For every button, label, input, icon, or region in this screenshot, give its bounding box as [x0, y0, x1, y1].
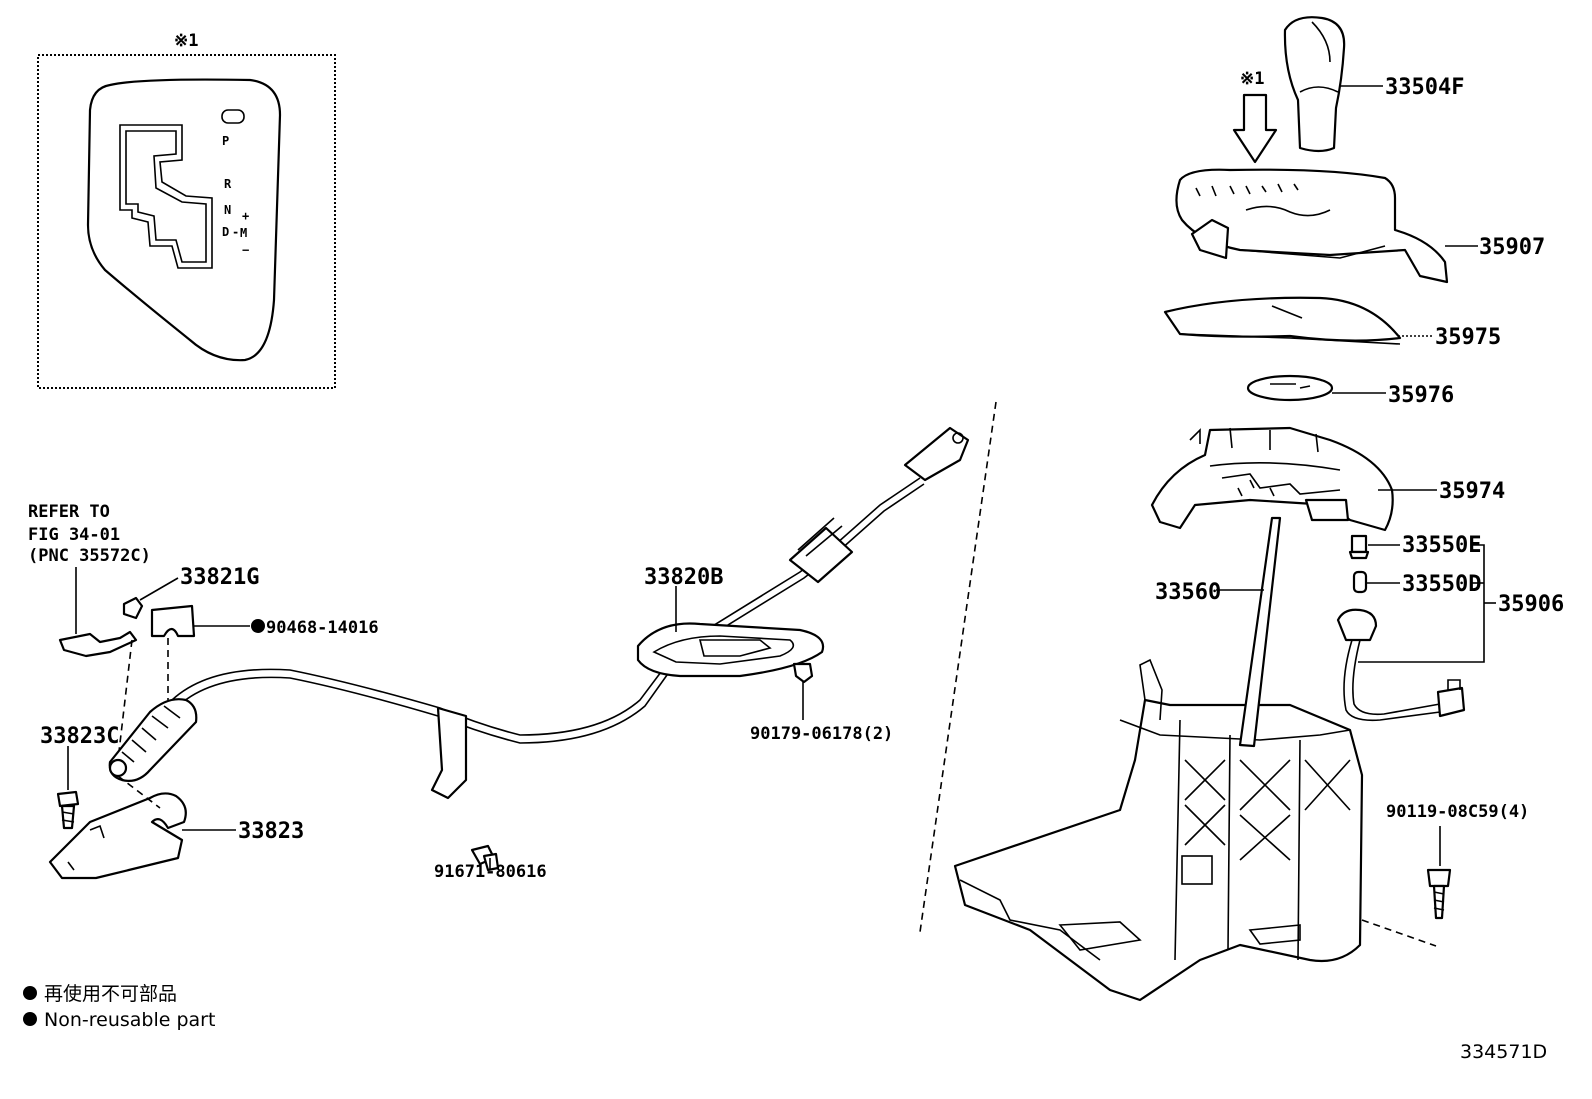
indicator-housing	[1150, 426, 1394, 532]
part-33504F: 33504F	[1385, 75, 1464, 100]
cable-plate-nut	[792, 662, 814, 684]
inset-shift-gate: ※1 P R N D - M + −	[37, 31, 336, 389]
gear-r: R	[224, 177, 232, 191]
part-33823C: 33823C	[40, 724, 119, 749]
shift-gate-plate	[86, 78, 282, 362]
shift-cable	[171, 426, 970, 800]
part-90179: 90179-06178(2)	[750, 724, 893, 744]
inset-callout-mark: ※1	[174, 31, 198, 51]
bracket-bolt	[56, 790, 80, 830]
gear-d: D	[222, 225, 229, 239]
part-91671: 91671-80616	[434, 862, 547, 882]
indicator-plate	[1163, 296, 1402, 345]
grommet-nut	[122, 596, 144, 620]
part-33550D: 33550D	[1402, 572, 1481, 597]
shift-bezel	[1175, 168, 1449, 284]
part-33550E: 33550E	[1402, 533, 1481, 558]
shift-gate-slot	[119, 124, 213, 269]
legend-japanese: 再使用不可部品	[44, 983, 177, 1005]
part-33560: 33560	[1155, 580, 1221, 605]
indicator-bulb	[1352, 570, 1368, 594]
refer-note-line1: REFER TO	[28, 502, 110, 522]
cable-boot	[108, 698, 198, 782]
part-35907: 35907	[1479, 235, 1545, 260]
indicator-wire-harness	[1336, 608, 1466, 722]
shift-lever-rod	[1238, 516, 1282, 748]
shift-knob	[1283, 16, 1346, 153]
refer-note-line3: (PNC 35572C)	[28, 546, 151, 566]
refer-note-line2: FIG 34-01	[28, 525, 120, 545]
gear-m: M	[240, 226, 247, 240]
legend-bullet-jp	[23, 986, 37, 1000]
part-33820B: 33820B	[644, 565, 723, 590]
part-90468: 90468-14016	[266, 618, 379, 638]
part-33821G: 33821G	[180, 565, 259, 590]
svg-text:-: -	[232, 225, 239, 239]
legend-english: Non-reusable part	[44, 1009, 215, 1031]
part-90119: 90119-08C59(4)	[1386, 802, 1529, 822]
cable-retainer-clip	[58, 630, 138, 658]
gear-p: P	[222, 134, 229, 148]
arrow-callout-mark: ※1	[1240, 69, 1264, 89]
figure-id: 334571D	[1460, 1041, 1547, 1063]
cable-clamp-clip	[470, 844, 500, 872]
cable-support-bracket	[48, 792, 187, 880]
cable-bracket-plate	[636, 622, 825, 678]
legend-bullet-en	[23, 1012, 37, 1026]
gear-plus: +	[242, 209, 249, 223]
part-35975: 35975	[1435, 325, 1501, 350]
base-mounting-bolt	[1426, 868, 1452, 920]
part-35906: 35906	[1498, 592, 1564, 617]
part-35976: 35976	[1388, 383, 1454, 408]
cable-lock-clip	[150, 604, 196, 638]
part-33823: 33823	[238, 819, 304, 844]
slide-plate	[1246, 374, 1334, 402]
indicator-bulb-socket	[1348, 534, 1370, 560]
gear-n: N	[224, 203, 231, 217]
non-reusable-marker-icon	[251, 619, 265, 633]
shift-lever-base	[953, 658, 1364, 1002]
shift-gate-slot-inner	[125, 130, 207, 263]
shift-lock-button-icon	[221, 109, 245, 124]
down-arrow-icon	[1232, 93, 1278, 164]
part-35974: 35974	[1439, 479, 1505, 504]
gear-minus: −	[242, 243, 249, 257]
